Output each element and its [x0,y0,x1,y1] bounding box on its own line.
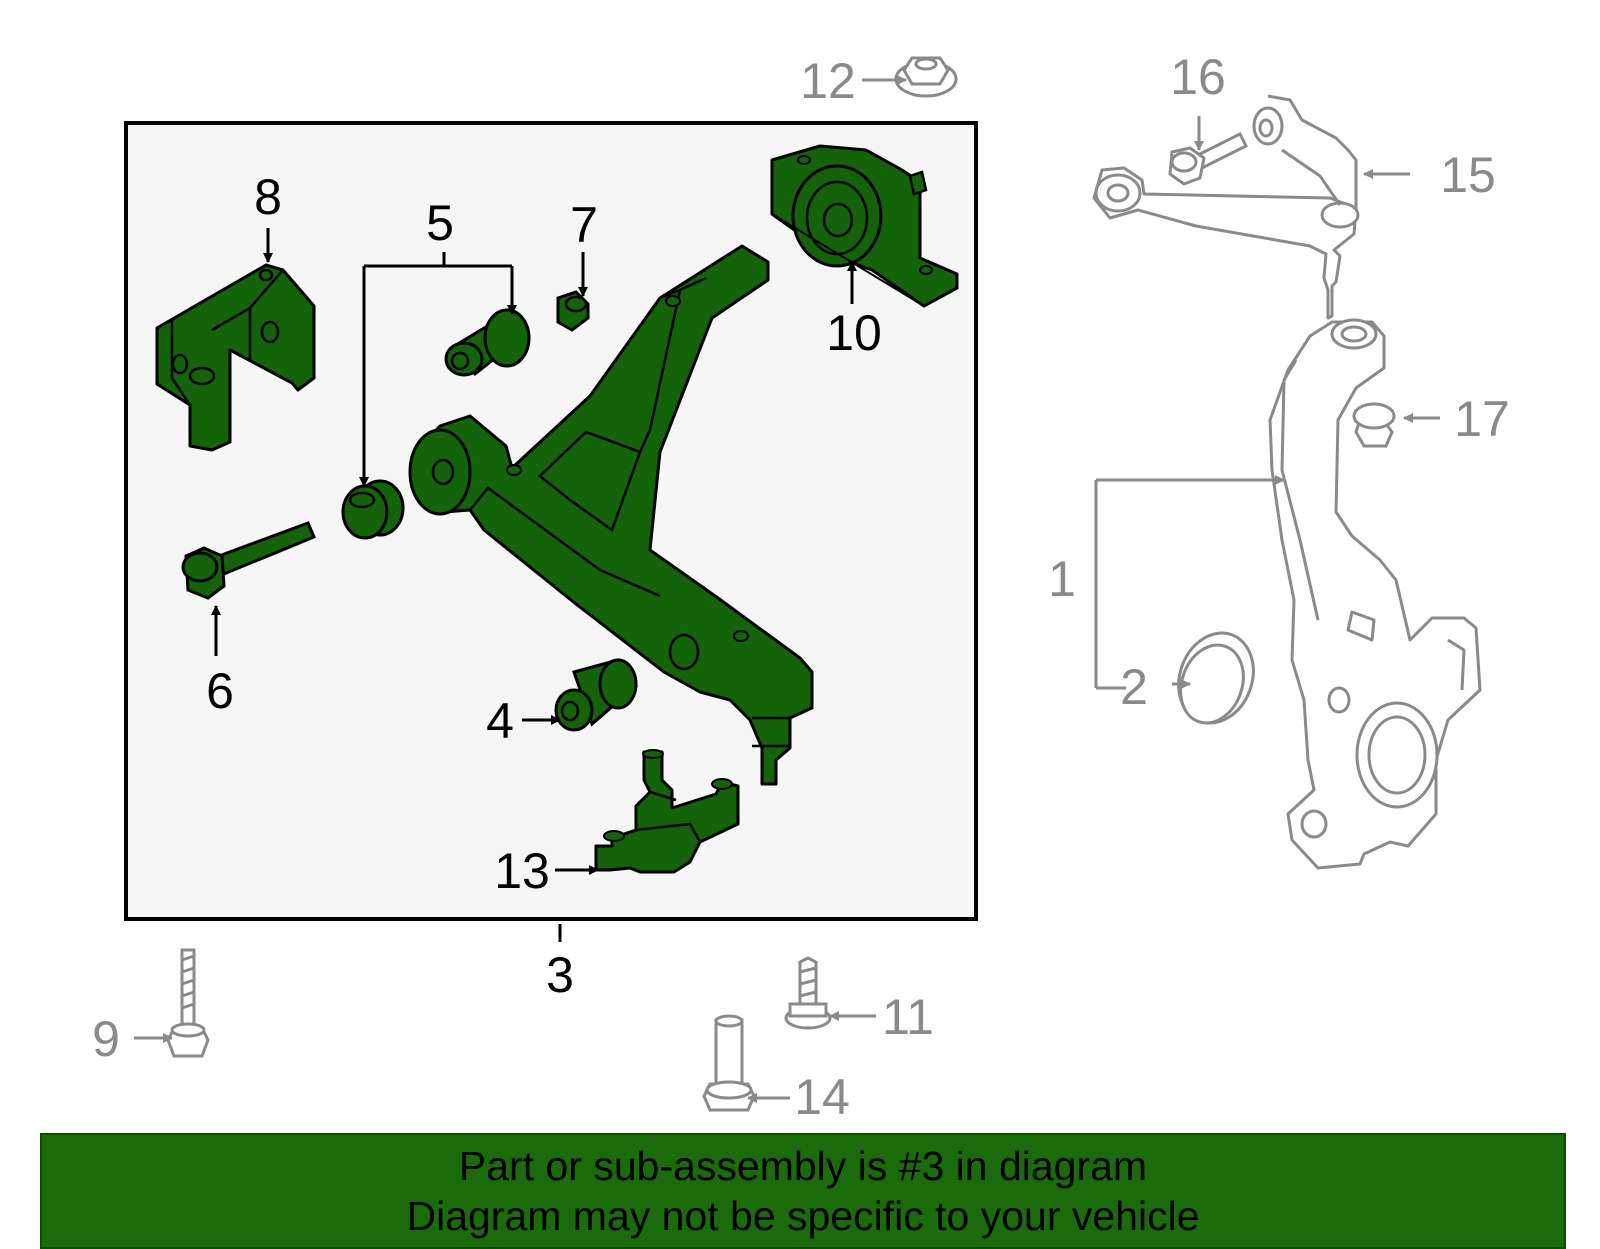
leader-lines [134,75,1440,1103]
callout-13: 13 [494,843,550,899]
part-14-pin[interactable] [702,1014,756,1112]
part-3-lower-control-arm[interactable] [408,244,814,786]
part-2-seal[interactable] [1166,622,1265,733]
part-13-ball-joint[interactable] [594,749,740,874]
part-11-bolt[interactable] [784,956,832,1030]
part-1-knuckle[interactable] [1268,318,1482,870]
part-8-bracket[interactable] [155,263,316,452]
part-5-upper-bushing[interactable] [444,308,531,377]
callout-16: 16 [1170,49,1226,105]
callout-7: 7 [570,197,598,253]
callout-2: 2 [1120,659,1148,715]
part-6-bolt[interactable] [181,521,316,600]
part-12-nut[interactable] [894,56,958,98]
callout-15: 15 [1440,147,1496,203]
callout-8: 8 [254,169,282,225]
banner-line-2: Diagram may not be specific to your vehi… [406,1193,1200,1239]
banner-line-1: Part or sub-assembly is #3 in diagram [458,1143,1148,1189]
callout-labels: 1 2 3 4 5 6 7 8 9 10 11 12 13 14 15 16 1… [92,49,1510,1125]
part-10-bushing-bracket[interactable] [770,144,959,308]
part-17-nut[interactable] [1352,402,1396,448]
callout-1: 1 [1048,551,1076,607]
callout-17: 17 [1454,391,1510,447]
callout-9: 9 [92,1011,120,1067]
callout-10: 10 [826,305,882,361]
callout-4: 4 [486,693,514,749]
callout-11: 11 [882,989,934,1045]
part-4-bushing[interactable] [554,658,639,732]
callout-3: 3 [546,947,574,1003]
callout-6: 6 [206,663,234,719]
info-banner: Part or sub-assembly is #3 in diagram Di… [40,1133,1566,1249]
part-16-bolt[interactable] [1168,131,1249,186]
part-9-bolt[interactable] [166,948,210,1058]
part-5-lower-bushing[interactable] [341,479,405,540]
part-7-nut[interactable] [556,290,590,332]
part-15-upper-control-arm[interactable] [1092,94,1360,320]
callout-5: 5 [426,195,454,251]
callout-12: 12 [800,53,856,109]
callout-14: 14 [794,1069,850,1125]
